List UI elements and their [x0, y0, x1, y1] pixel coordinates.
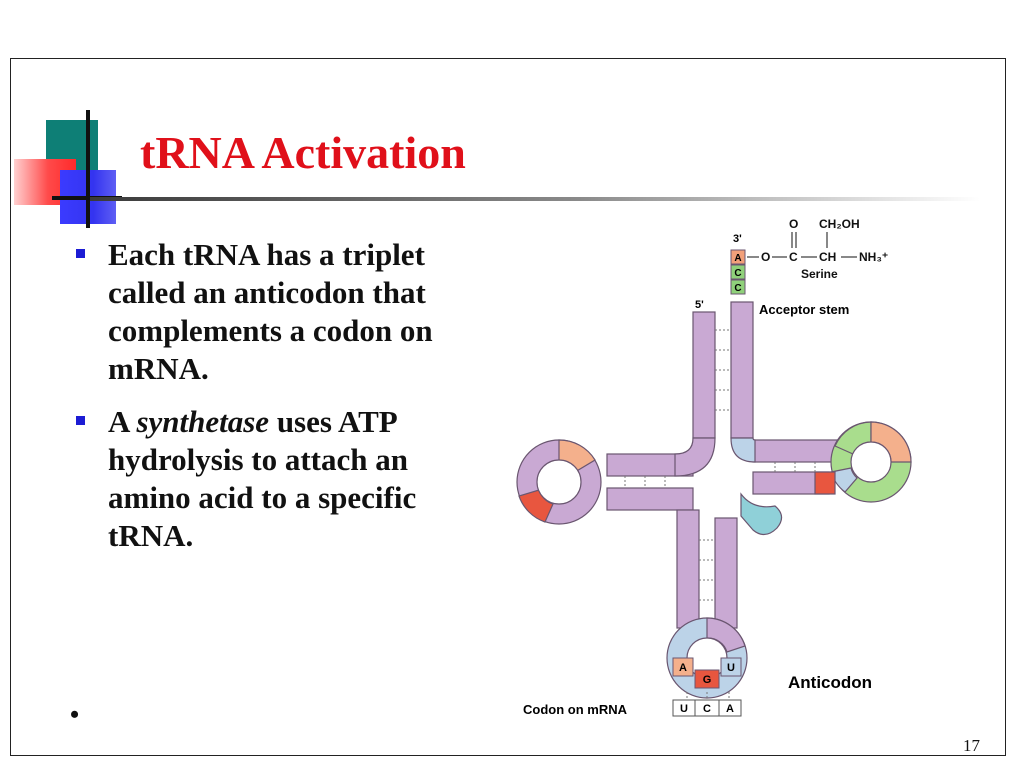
anticodon-bases: A G U — [672, 657, 742, 689]
trna-molecule — [516, 301, 912, 699]
acceptor-base-box — [730, 279, 746, 295]
anticodon-base-box — [672, 657, 694, 677]
left-junction — [674, 437, 716, 477]
serine-structure: O C O CH CH₂OH NH₃⁺ Serine — [747, 217, 888, 281]
variable-loop — [740, 492, 783, 536]
acceptor-stem-label: Acceptor stem — [759, 302, 849, 317]
anticodon-stem-left-strand — [676, 509, 700, 629]
t-loop-center — [850, 441, 892, 483]
title-underline-rule — [90, 197, 980, 201]
slide-title: tRNA Activation — [140, 127, 466, 178]
five-prime-end-label: 5' — [695, 299, 704, 311]
bullet-item-synthetase: A synthetase uses ATP hydrolysis to atta… — [70, 403, 490, 556]
three-prime-end-label: 3' — [733, 233, 742, 245]
amino-group: NH₃⁺ — [859, 250, 888, 264]
acceptor-base-label: A — [734, 253, 741, 264]
acceptor-stem-right-strand — [730, 301, 754, 439]
anticodon-base-label: U — [727, 662, 735, 674]
base-pair-dashes — [624, 329, 816, 700]
acceptor-base-box — [730, 249, 746, 265]
d-arm-bottom-strand — [606, 487, 694, 511]
square-bullet-icon — [76, 249, 85, 258]
codon-base-label: A — [726, 703, 734, 715]
title-decoration-horizontal-line — [52, 196, 122, 200]
anticodon-base-label: G — [703, 674, 712, 686]
codon-box — [672, 699, 742, 717]
bullet-item-anticodon: Each tRNA has a triplet called an antico… — [70, 236, 490, 389]
anticodon-base-box — [694, 669, 720, 689]
codon-base-label: U — [680, 703, 688, 715]
bullet-text-prefix: A — [108, 403, 137, 439]
square-bullet-icon — [76, 415, 85, 425]
anticodon-base-box — [720, 657, 742, 677]
mrna-codon: U C A — [672, 699, 742, 717]
anticodon-label: Anticodon — [788, 673, 872, 692]
acceptor-stem-left-strand — [692, 311, 716, 439]
carbonyl-carbon: C — [789, 250, 798, 264]
acceptor-end-bases: A C C — [730, 249, 746, 295]
ester-oxygen: O — [761, 250, 770, 264]
acceptor-base-label: C — [734, 268, 741, 279]
codon-base-label: C — [703, 703, 711, 715]
bullet-text-emphasis: synthetase — [136, 403, 270, 439]
anticodon-stem-right-strand — [714, 517, 738, 629]
bullet-text-suffix: uses ATP hydrolysis to attach an amino a… — [108, 403, 417, 553]
trna-structure-diagram: A C C 3' 5' Acceptor stem O C O CH CH₂OH… — [516, 217, 912, 717]
t-arm-top-strand — [752, 439, 840, 463]
alpha-carbon: CH — [819, 250, 836, 264]
carbonyl-oxygen: O — [789, 217, 798, 231]
codon-on-mrna-label: Codon on mRNA — [523, 702, 628, 717]
page-number: 17 — [963, 736, 980, 755]
serine-label: Serine — [801, 267, 838, 281]
d-loop-center — [536, 459, 582, 505]
t-arm-red-base — [814, 471, 836, 495]
anticodon-base-label: A — [679, 662, 687, 674]
right-junction — [730, 437, 756, 463]
slide-frame — [10, 58, 1006, 756]
empty-bullet: • — [70, 700, 80, 729]
bullet-text: Each tRNA has a triplet called an antico… — [108, 237, 433, 387]
acceptor-base-box — [730, 264, 746, 280]
side-chain: CH₂OH — [819, 217, 860, 231]
acceptor-base-label: C — [734, 283, 741, 294]
bullet-list: Each tRNA has a triplet called an antico… — [70, 236, 490, 569]
title-decoration-vertical-line — [86, 110, 90, 228]
